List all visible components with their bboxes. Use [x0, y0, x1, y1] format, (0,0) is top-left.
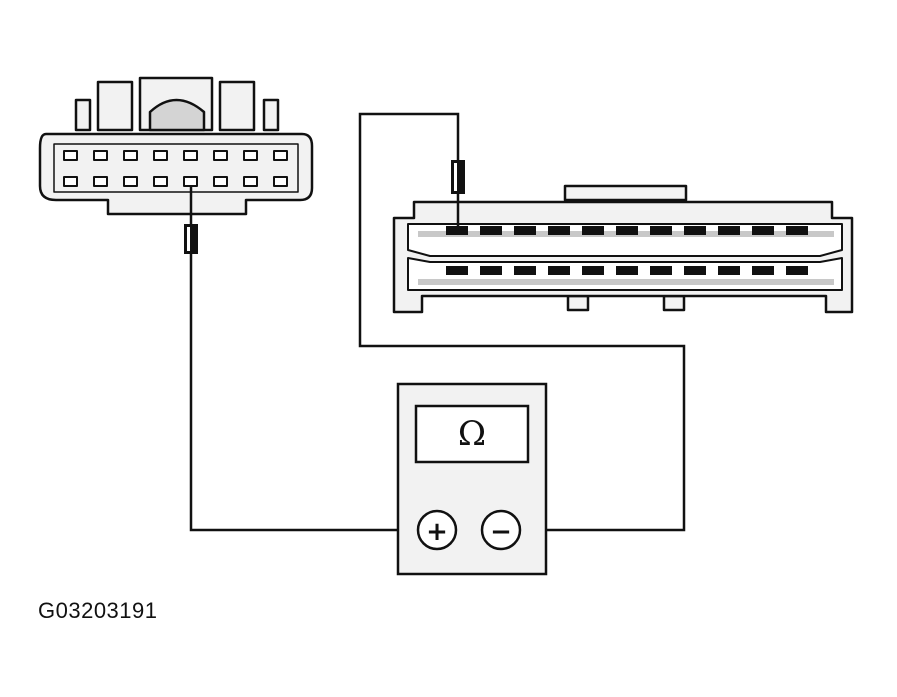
large-harness-connector: [392, 184, 854, 314]
test-leads: [189, 112, 686, 532]
negative-symbol: −: [490, 517, 512, 547]
positive-symbol: +: [426, 517, 448, 547]
positive-terminal: [416, 509, 458, 551]
negative-terminal: [480, 509, 522, 551]
negative-lead-wire: [358, 112, 686, 532]
figure-id: G03203191: [38, 598, 158, 623]
probe-large-connector: [451, 148, 465, 228]
probe-small-connector: [184, 186, 198, 254]
small-harness-connector: [38, 76, 314, 216]
ohm-symbol: Ω: [458, 414, 486, 454]
positive-lead-wire: [189, 254, 420, 532]
ohmmeter-display: [414, 404, 530, 464]
ohmmeter: Ω + −: [396, 382, 548, 576]
